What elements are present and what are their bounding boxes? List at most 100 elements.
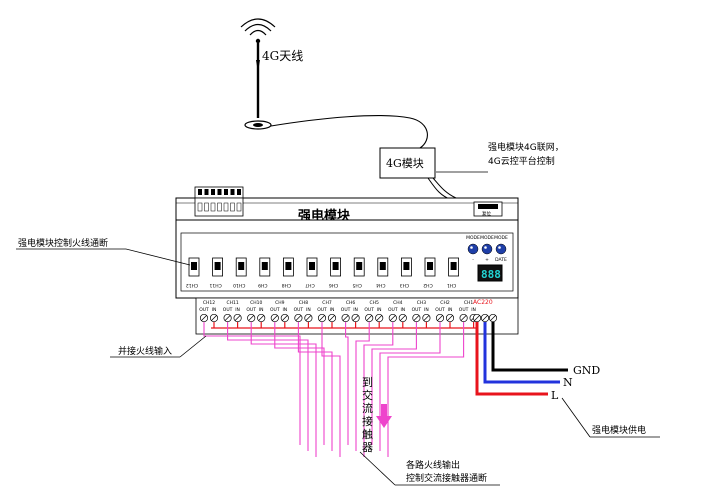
power-supply-annotation: 强电模块供电 (561, 397, 660, 438)
knob-highlight (498, 246, 501, 249)
small-terminal-slot (204, 202, 209, 212)
outputs-annotation: 各路火线输出 控制交流接触器通断 (359, 451, 500, 486)
terminal-in-label: IN (448, 307, 453, 313)
terminal-in-label: IN (330, 307, 335, 313)
n-wire (483, 322, 560, 384)
small-terminal-slot (210, 202, 216, 212)
output-wire (387, 322, 465, 457)
terminal-out-label: OUT (223, 307, 233, 313)
ac220-label: AC220 (473, 299, 493, 306)
channel-switch[interactable]: CH12 (186, 257, 200, 288)
switch-toggle (285, 262, 292, 270)
terminal-channel-label: CH5 (370, 300, 380, 306)
terminal-out-label: OUT (388, 307, 398, 313)
terminal-out-label: OUT (364, 307, 374, 313)
channel-switch[interactable]: CH7 (305, 257, 318, 288)
terminal-channel-label: CH6 (346, 300, 356, 306)
mode-knob[interactable]: MODE+ (480, 235, 494, 263)
terminal-in-label: IN (400, 307, 405, 313)
terminal-in-label: IN (353, 307, 358, 313)
switch-toggle (261, 262, 268, 270)
output-wire (250, 322, 317, 457)
output-wire (355, 322, 370, 451)
terminal-channel-label: CH1 (464, 300, 474, 306)
switch-toggle (356, 262, 363, 270)
switch-label: CH8 (282, 282, 292, 288)
channel-switch[interactable]: CH2 (423, 257, 436, 288)
terminal-out-label: OUT (341, 307, 351, 313)
channel-switch[interactable]: CH11 (209, 257, 224, 288)
output-wire (274, 322, 325, 445)
output-wire (203, 322, 301, 445)
l-wire (475, 322, 548, 396)
terminal-in-label: IN (377, 307, 382, 313)
parallel-input-annotation: 并接火线输入 (110, 335, 207, 358)
terminal-in-label: IN (235, 307, 240, 313)
small-terminal-slot (223, 202, 229, 212)
output-wire (379, 322, 441, 451)
switch-label: CH9 (258, 282, 268, 288)
power-supply-text: 强电模块供电 (592, 424, 646, 436)
channel-switch[interactable]: CH10 (233, 257, 247, 288)
network-annotation: 强电模块4G联网， 4G云控平台控制 (436, 141, 564, 173)
gnd-label: GND (573, 364, 600, 377)
switch-toggle (427, 262, 433, 270)
mode-knob[interactable]: MODE- (466, 235, 480, 263)
knob-top-label: MODE (466, 235, 480, 241)
terminal-in-label: IN (306, 307, 311, 313)
l-label: L (551, 389, 559, 402)
channel-switch[interactable]: CH9 (258, 257, 271, 288)
modem-4g: 4G模块 (379, 147, 457, 201)
terminal-in-label: IN (212, 307, 217, 313)
antenna-cable (270, 115, 428, 149)
terminal-channel-label: CH2 (440, 300, 450, 306)
reset-label: 复位 (482, 210, 491, 217)
outputs-text-2: 控制交流接触器通断 (406, 472, 487, 484)
switch-label: CH10 (233, 282, 245, 288)
small-terminal-screw (237, 189, 241, 195)
terminal-channel-label: CH9 (275, 300, 285, 306)
small-terminal-screw (211, 189, 215, 195)
output-wire (363, 322, 394, 457)
n-label: N (563, 376, 573, 389)
terminal-channel-label: CH8 (299, 300, 309, 306)
power-terminal-screw (488, 313, 498, 323)
channel-switch[interactable]: CH5 (352, 257, 365, 288)
switch-toggle (214, 262, 221, 270)
small-terminal-screw (230, 189, 235, 195)
terminal-out-label: OUT (199, 307, 209, 313)
power-terminal-screw (472, 313, 482, 323)
terminal-in-label: IN (259, 307, 264, 313)
channel-switch[interactable]: CH3 (400, 257, 412, 288)
terminal-out-label: OUT (435, 307, 445, 313)
channel-switch[interactable]: CH1 (447, 257, 460, 288)
channel-switch[interactable]: CH6 (329, 257, 342, 288)
switch-label: CH3 (400, 282, 410, 288)
power-terminal-screw (480, 313, 490, 323)
display-value: 888 (481, 268, 501, 281)
switch-toggle (191, 262, 197, 270)
modem-label: 4G模块 (386, 157, 424, 170)
switch-label: CH7 (305, 282, 315, 288)
small-terminal-screw (217, 189, 222, 195)
terminal-out-label: OUT (294, 307, 304, 313)
terminal-out-label: OUT (459, 307, 469, 313)
output-wire (321, 322, 341, 457)
network-text-1: 强电模块4G联网， (488, 141, 564, 153)
channel-switch[interactable]: CH4 (376, 257, 389, 288)
channel-switch[interactable]: CH8 (282, 257, 294, 288)
to-contactor-text: 到交流接触器 (362, 376, 373, 454)
to-contactor-annotation: 到交流接触器 (362, 376, 392, 454)
digital-display: 888 (477, 264, 503, 282)
terminal-channel-label: CH12 (203, 300, 215, 306)
